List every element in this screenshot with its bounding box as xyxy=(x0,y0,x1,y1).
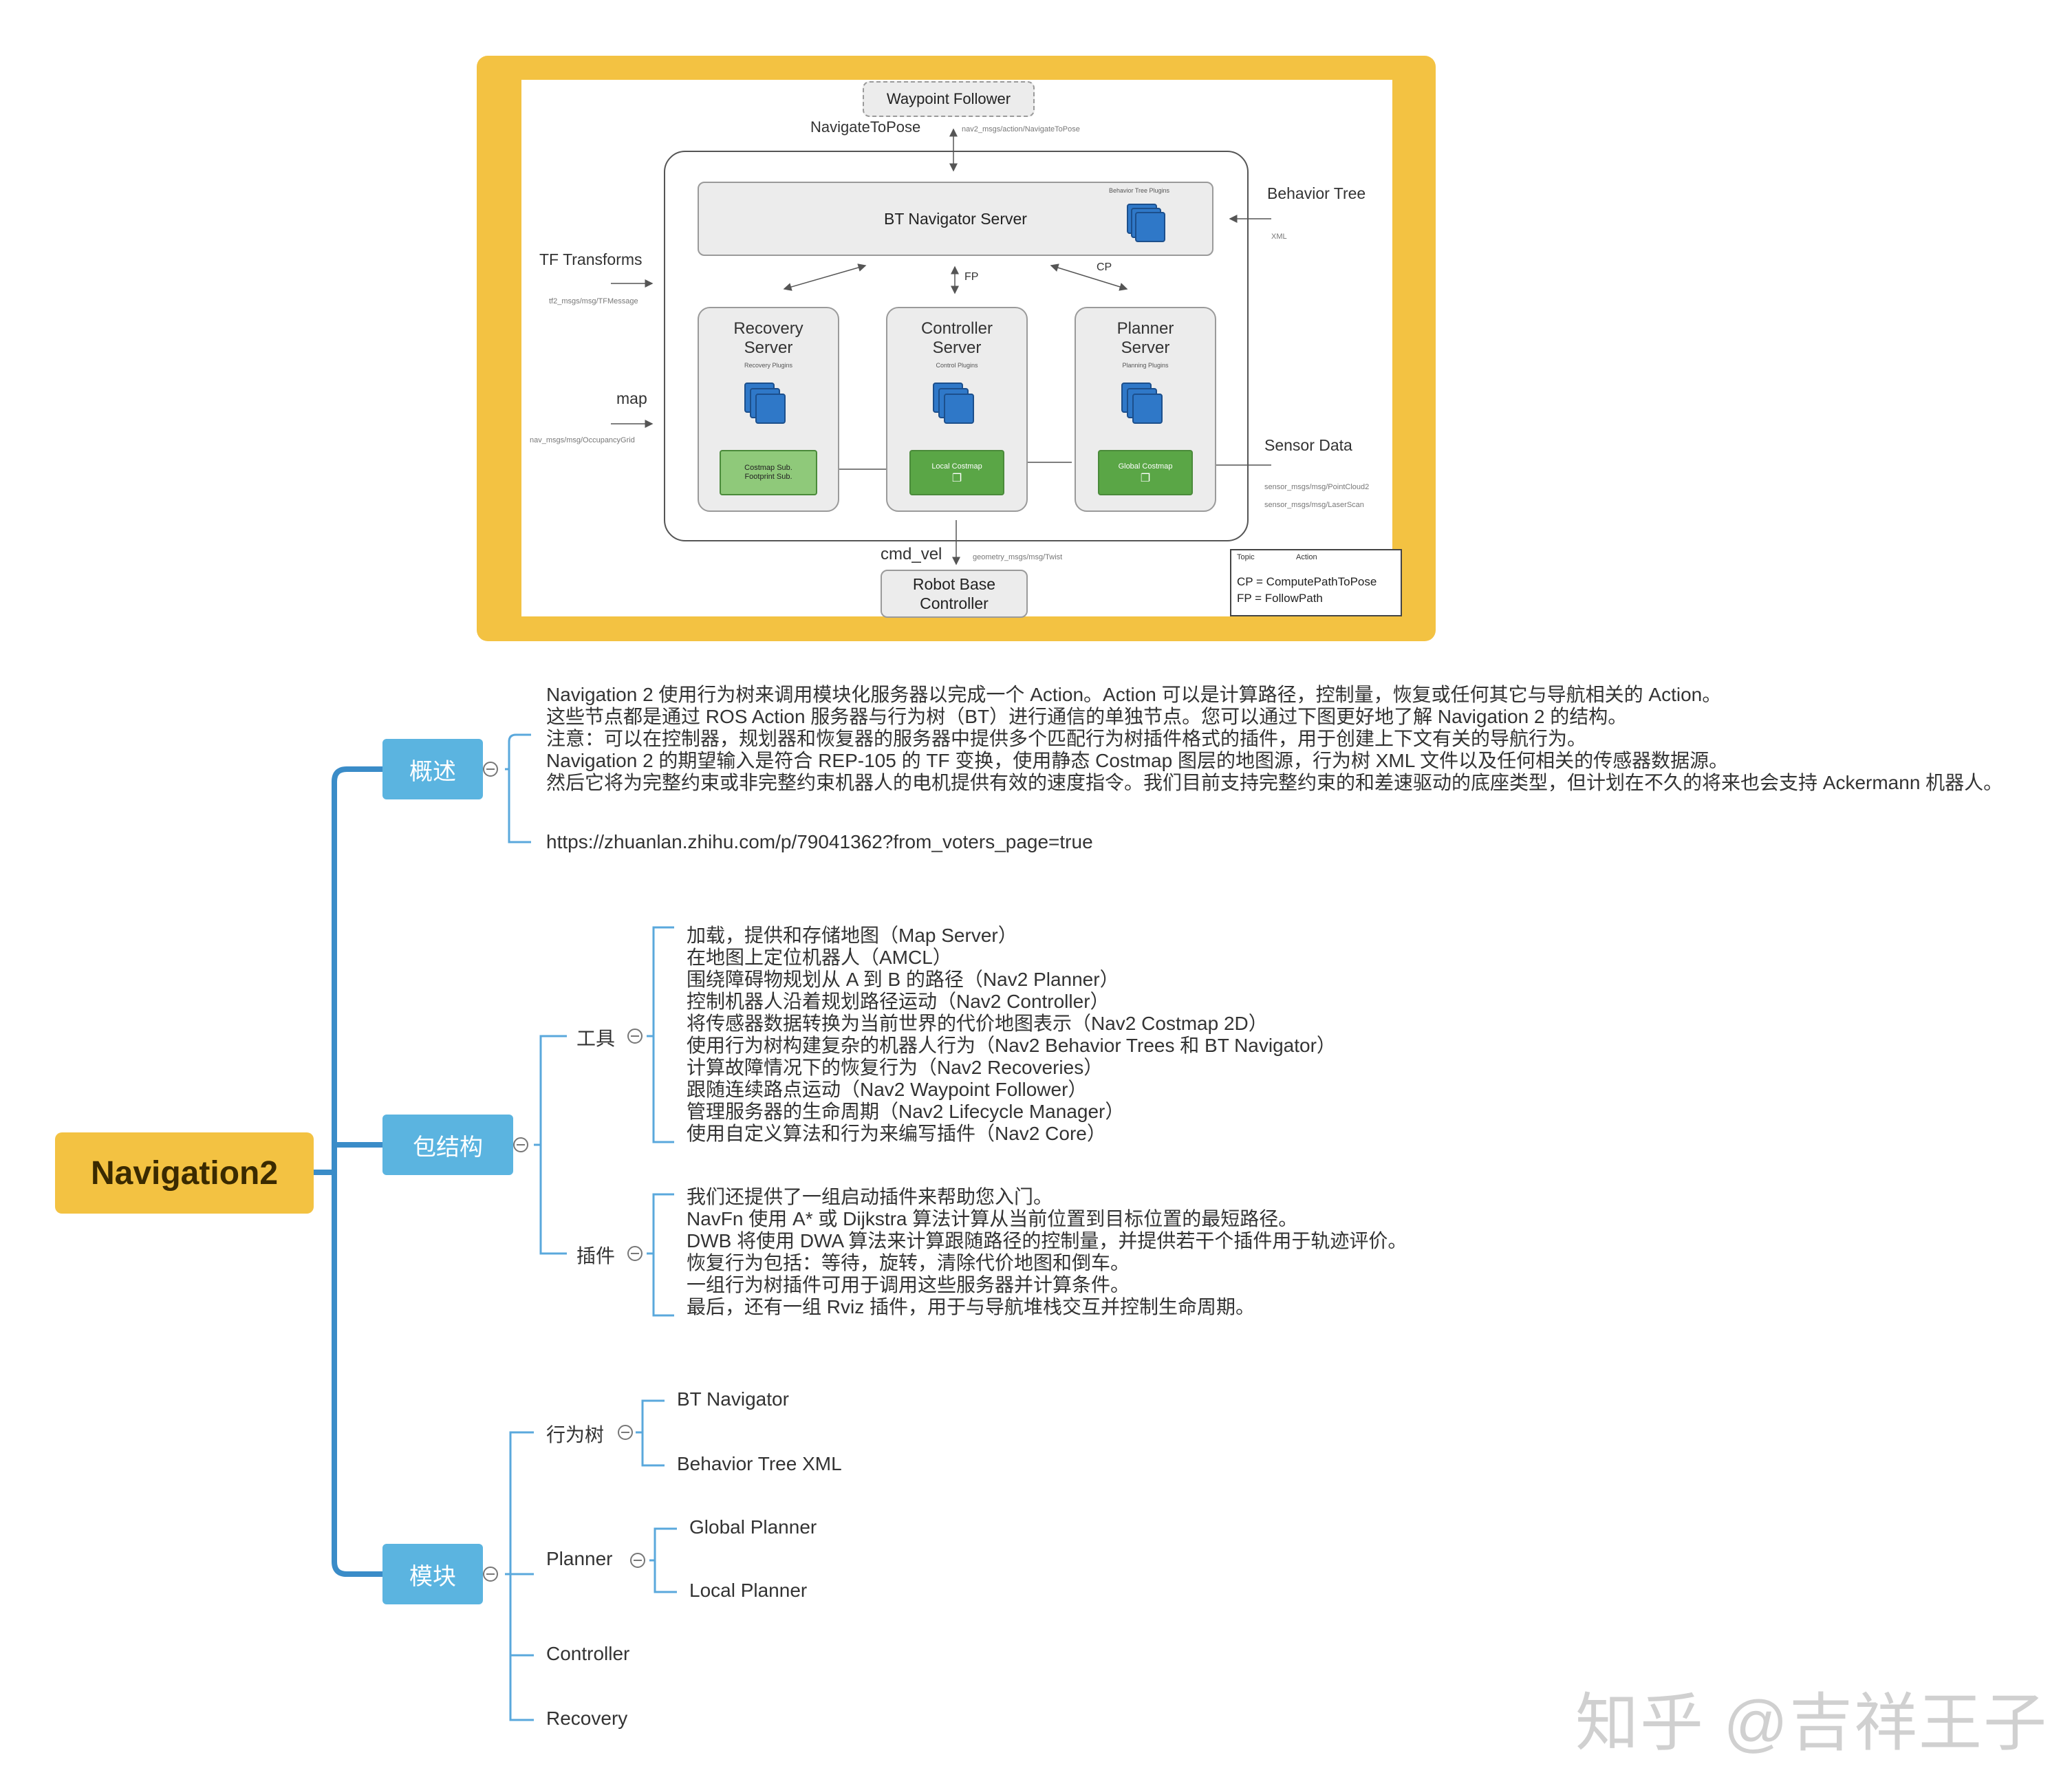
behavior-tree-plugins-label: Behavior Tree Plugins xyxy=(1109,187,1170,194)
controller-plugin-stack-icon xyxy=(933,383,974,424)
architecture-diagram: Waypoint Follower NavigateToPose nav2_ms… xyxy=(521,80,1402,618)
xml-label: XML xyxy=(1271,233,1287,241)
tools-text: 加载，提供和存储地图（Map Server） 在地图上定位机器人（AMCL） 围… xyxy=(687,925,1336,1144)
legend-fp: FP = FollowPath xyxy=(1237,592,1323,605)
watermark: 知乎 @吉祥王子 xyxy=(1575,1688,2048,1758)
global-costmap-label: Global Costmap xyxy=(1118,462,1173,471)
recovery-server-label: Recovery Server xyxy=(733,319,803,357)
recovery-plugin-stack-icon xyxy=(744,383,786,424)
plugins-label[interactable]: 插件 xyxy=(576,1245,616,1267)
collapse-icon[interactable] xyxy=(630,1553,645,1568)
collapse-icon[interactable] xyxy=(618,1425,633,1440)
cmd-vel-msg-label: geometry_msgs/msg/Twist xyxy=(973,553,1063,561)
legend-box xyxy=(1230,549,1402,616)
tf-transforms-label: TF Transforms xyxy=(539,250,643,268)
legend-cp: CP = ComputePathToPose xyxy=(1237,575,1377,588)
costmap-sub-label: Costmap Sub. Footprint Sub. xyxy=(744,464,792,481)
collapse-icon[interactable] xyxy=(627,1029,643,1044)
recovery-node[interactable]: Recovery xyxy=(546,1708,628,1729)
overview-text: Navigation 2 使用行为树来调用模块化服务器以完成一个 Action。… xyxy=(546,684,2003,793)
modules-label: 模块 xyxy=(409,1563,456,1590)
planner-server-label: Planner Server xyxy=(1116,319,1174,357)
collapse-icon[interactable] xyxy=(513,1137,528,1152)
copy-icon: ❐ xyxy=(1140,473,1151,484)
controller-node[interactable]: Controller xyxy=(546,1643,630,1664)
behavior-tree-node[interactable]: 行为树 xyxy=(546,1424,605,1445)
sensor-msg-2: sensor_msgs/msg/LaserScan xyxy=(1264,501,1364,509)
collapse-icon[interactable] xyxy=(483,762,498,777)
global-planner-node[interactable]: Global Planner xyxy=(689,1516,817,1538)
costmap-sub-box: Costmap Sub. Footprint Sub. xyxy=(720,450,817,495)
sensor-data-label: Sensor Data xyxy=(1264,436,1352,454)
cp-label: CP xyxy=(1097,261,1112,273)
overview-label: 概述 xyxy=(409,758,456,785)
cmd-vel-label: cmd_vel xyxy=(881,545,942,563)
tf-msg-label: tf2_msgs/msg/TFMessage xyxy=(549,297,638,305)
root-label: Navigation2 xyxy=(90,1154,279,1192)
bt-navigator-node[interactable]: BT Navigator xyxy=(677,1388,789,1410)
legend-topic: Topic xyxy=(1237,553,1255,561)
global-costmap-box: Global Costmap ❐ xyxy=(1098,450,1193,495)
robot-base-label: Robot Base Controller xyxy=(912,575,996,612)
plugin-stack-icon xyxy=(1127,204,1165,242)
planner-plugin-stack-icon xyxy=(1121,383,1163,424)
collapse-icon[interactable] xyxy=(483,1567,498,1582)
copy-icon: ❐ xyxy=(951,473,962,484)
map-msg-label: nav_msgs/msg/OccupancyGrid xyxy=(530,436,635,444)
behavior-tree-xml-node[interactable]: Behavior Tree XML xyxy=(677,1453,842,1474)
planning-plugins-label: Planning Plugins xyxy=(1122,362,1169,369)
navigate-to-pose-label: NavigateToPose xyxy=(810,118,921,136)
structure-node[interactable]: 包结构 xyxy=(382,1115,513,1175)
local-planner-node[interactable]: Local Planner xyxy=(689,1580,808,1601)
behavior-tree-label: Behavior Tree xyxy=(1267,184,1366,202)
control-plugins-label: Control Plugins xyxy=(936,362,978,369)
robot-base-controller-box: Robot Base Controller xyxy=(881,570,1028,618)
sensor-msg-1: sensor_msgs/msg/PointCloud2 xyxy=(1264,483,1370,491)
modules-node[interactable]: 模块 xyxy=(382,1544,483,1604)
root-node[interactable]: Navigation2 xyxy=(55,1132,314,1214)
planner-node[interactable]: Planner xyxy=(546,1548,613,1569)
map-label: map xyxy=(616,389,647,407)
tools-label[interactable]: 工具 xyxy=(576,1028,616,1049)
local-costmap-box: Local Costmap ❐ xyxy=(909,450,1004,495)
overview-node[interactable]: 概述 xyxy=(382,739,483,799)
fp-label: FP xyxy=(964,271,979,283)
bt-navigator-server-label: BT Navigator Server xyxy=(884,209,1027,228)
collapse-icon[interactable] xyxy=(627,1246,643,1261)
navigate-to-pose-msg: nav2_msgs/action/NavigateToPose xyxy=(962,125,1080,133)
plugins-text: 我们还提供了一组启动插件来帮助您入门。 NavFn 使用 A* 或 Dijkst… xyxy=(687,1186,1407,1317)
legend-action: Action xyxy=(1296,553,1317,561)
overview-link[interactable]: https://zhuanlan.zhihu.com/p/79041362?fr… xyxy=(546,831,1093,852)
controller-server-label: Controller Server xyxy=(920,319,993,357)
recovery-plugins-label: Recovery Plugins xyxy=(744,362,793,369)
waypoint-follower-box: Waypoint Follower xyxy=(863,81,1035,117)
structure-label: 包结构 xyxy=(413,1134,483,1161)
local-costmap-label: Local Costmap xyxy=(931,462,982,471)
